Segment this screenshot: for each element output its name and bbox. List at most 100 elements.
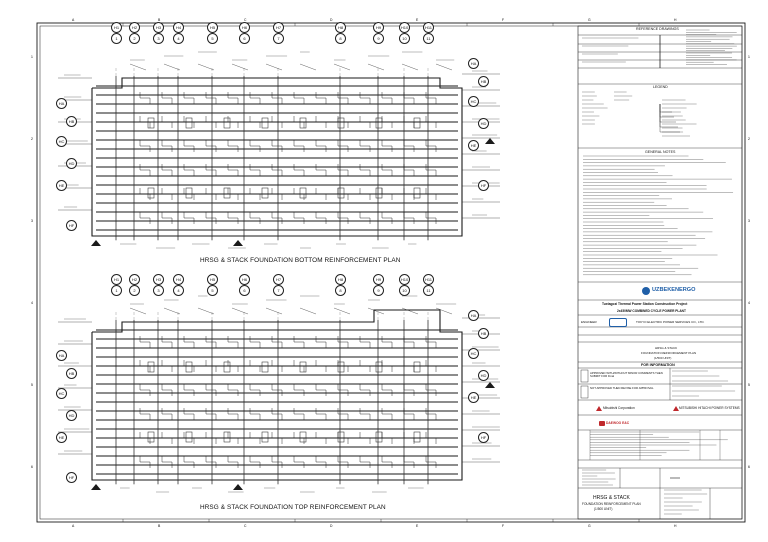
rebar-detail-mark — [250, 384, 260, 396]
row-grid-bubble-hc: HC — [468, 348, 479, 359]
column-grid-bubble-h10: H10 — [399, 22, 410, 33]
rebar-detail-mark — [338, 384, 348, 396]
rebar-detail-mark — [140, 140, 150, 152]
drawing-title-line-2: FOUNDATION REINFORCEMENT PLAN — [641, 352, 696, 355]
column-grid-bubble-1: 1 — [111, 33, 122, 44]
rebar-detail-mark — [250, 116, 260, 128]
rebar-detail-mark — [294, 384, 304, 396]
rebar-detail-mark — [360, 384, 370, 396]
rebar-detail-mark — [404, 456, 414, 468]
rebar-detail-mark — [382, 116, 392, 128]
column-grid-bubble-h5: H5 — [207, 22, 218, 33]
pedestal — [300, 432, 306, 442]
rebar-detail-mark — [206, 336, 216, 348]
rebar-detail-mark — [338, 164, 348, 176]
row-grid-bubble-left-he: HE — [56, 432, 67, 443]
rebar-detail-mark — [316, 456, 326, 468]
pedestal — [224, 432, 230, 442]
rebar-detail-mark — [250, 140, 260, 152]
rebar-detail-mark — [140, 164, 150, 176]
rebar-detail-mark — [272, 164, 282, 176]
column-grid-bubble-6: 6 — [239, 285, 250, 296]
border-number-right: 4 — [748, 301, 750, 305]
rebar-detail-mark — [382, 432, 392, 444]
row-grid-bubble-left-hb: HB — [66, 116, 77, 127]
rebar-detail-mark — [162, 456, 172, 468]
rebar-detail-mark — [272, 336, 282, 348]
rebar-detail-mark — [272, 432, 282, 444]
column-grid-bubble-3: 3 — [153, 285, 164, 296]
rebar-detail-mark — [228, 212, 238, 224]
pedestal — [224, 118, 230, 128]
border-number-left: 1 — [31, 55, 33, 59]
column-grid-bubble-h6: H6 — [239, 22, 250, 33]
rebar-detail-mark — [250, 432, 260, 444]
rebar-detail-mark — [162, 164, 172, 176]
row-grid-bubble-hb: HB — [478, 328, 489, 339]
border-number-right: 5 — [748, 383, 750, 387]
column-grid-bubble-10: 10 — [399, 285, 410, 296]
rebar-detail-mark — [316, 140, 326, 152]
rebar-detail-mark — [316, 92, 326, 104]
rebar-detail-mark — [316, 408, 326, 420]
rebar-detail-mark — [360, 360, 370, 372]
rebar-detail-mark — [294, 456, 304, 468]
mitsubishi-corp-logo-icon — [596, 406, 602, 411]
rebar-detail-mark — [404, 384, 414, 396]
column-grid-bubble-h4: H4 — [173, 274, 184, 285]
rebar-detail-mark — [360, 408, 370, 420]
row-grid-bubble-he: HE — [468, 392, 479, 403]
rebar-detail-mark — [404, 116, 414, 128]
column-grid-bubble-4: 4 — [173, 285, 184, 296]
column-grid-bubble-h2: H2 — [129, 22, 140, 33]
border-number-left: 6 — [31, 465, 33, 469]
border-letter-top: E — [416, 18, 419, 22]
column-grid-bubble-8: 8 — [335, 285, 346, 296]
line-work — [334, 308, 350, 314]
rebar-detail-mark — [404, 360, 414, 372]
rebar-detail-mark — [162, 140, 172, 152]
rebar-detail-mark — [228, 384, 238, 396]
rebar-detail-mark — [338, 212, 348, 224]
engineer-name: TOKYO ELECTRIC POWER SERVICES CO., LTD. — [636, 321, 704, 324]
rebar-detail-mark — [184, 140, 194, 152]
line-work — [164, 308, 180, 314]
rebar-detail-mark — [316, 116, 326, 128]
section-arrow-icon — [233, 484, 243, 490]
border-number-right: 2 — [748, 137, 750, 141]
pedestal — [414, 118, 420, 128]
rebar-detail-mark — [382, 188, 392, 200]
bottom-title-line-1: HRSG & STACK — [593, 496, 630, 501]
rebar-detail-mark — [294, 140, 304, 152]
pedestal — [186, 118, 192, 128]
rebar-detail-mark — [404, 188, 414, 200]
rebar-detail-mark — [228, 336, 238, 348]
rebar-detail-mark — [206, 116, 216, 128]
approval-a-text: APPROVED WITH/WITHOUT MINOR COMMENTS THE… — [590, 372, 670, 379]
border-number-right: 1 — [748, 55, 750, 59]
approval-a-box — [581, 370, 588, 382]
project-name: Tuxtagozi Thermal Power Station Construc… — [602, 303, 687, 306]
column-grid-bubble-h3: H3 — [153, 22, 164, 33]
rebar-detail-mark — [382, 408, 392, 420]
rebar-detail-mark — [382, 212, 392, 224]
row-grid-bubble-left-ha: HA — [56, 98, 67, 109]
border-letter-bottom: E — [416, 524, 419, 528]
column-grid-bubble-3: 3 — [153, 33, 164, 44]
column-grid-bubble-7: 7 — [273, 33, 284, 44]
column-grid-bubble-10: 10 — [399, 33, 410, 44]
rebar-detail-mark — [294, 212, 304, 224]
rebar-detail-mark — [404, 212, 414, 224]
rebar-detail-mark — [338, 92, 348, 104]
rebar-detail-mark — [426, 140, 436, 152]
rebar-detail-mark — [272, 456, 282, 468]
border-letter-bottom: F — [502, 524, 504, 528]
rebar-detail-mark — [360, 116, 370, 128]
column-grid-bubble-5: 5 — [207, 285, 218, 296]
rebar-detail-mark — [162, 92, 172, 104]
bottom-title-line-2: FOUNDATION REINFORCEMENT PLAN — [582, 503, 641, 506]
daewoo-logo-icon — [599, 421, 605, 426]
rebar-detail-mark — [272, 384, 282, 396]
rebar-detail-mark — [272, 140, 282, 152]
row-grid-bubble-left-hf: HF — [66, 472, 77, 483]
